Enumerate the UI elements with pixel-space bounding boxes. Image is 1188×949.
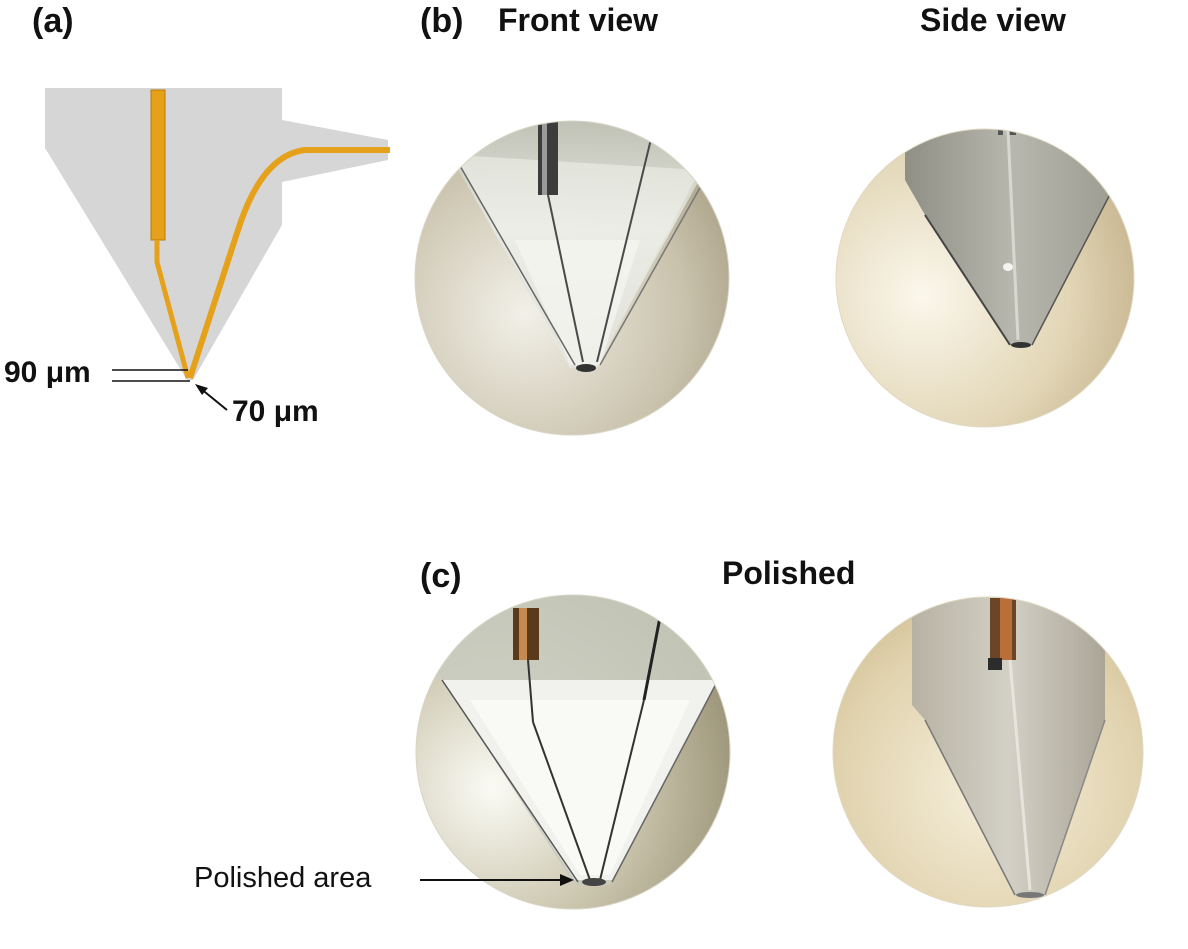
side-view-border [835,128,1135,428]
polished-area-label: Polished area [194,862,372,894]
polished-side-border [832,596,1144,908]
side-view-photo [836,129,1134,427]
bent-fiber [187,147,390,379]
dim-label-90um: 90 μm [4,356,91,389]
polished-side-photo [833,597,1143,907]
polished-front-border [415,594,731,910]
tip-arrowhead [195,384,208,395]
probe-schematic [45,88,390,411]
polished-front-photo [416,595,730,909]
polished-title: Polished [722,555,856,591]
straight-fiber-jacket [150,89,166,241]
panel-c-label: (c) [420,557,462,595]
polished-area-arrowhead [560,874,574,886]
front-view-photo [415,121,729,435]
panel-b-label: (b) [420,2,464,40]
side-view-title: Side view [920,2,1066,38]
panel-a-label: (a) [32,2,74,40]
dim-label-70um: 70 μm [232,395,319,428]
probe-body [45,88,388,380]
front-view-title: Front view [498,2,659,38]
straight-fiber-core [154,240,191,379]
front-view-border [414,120,730,436]
